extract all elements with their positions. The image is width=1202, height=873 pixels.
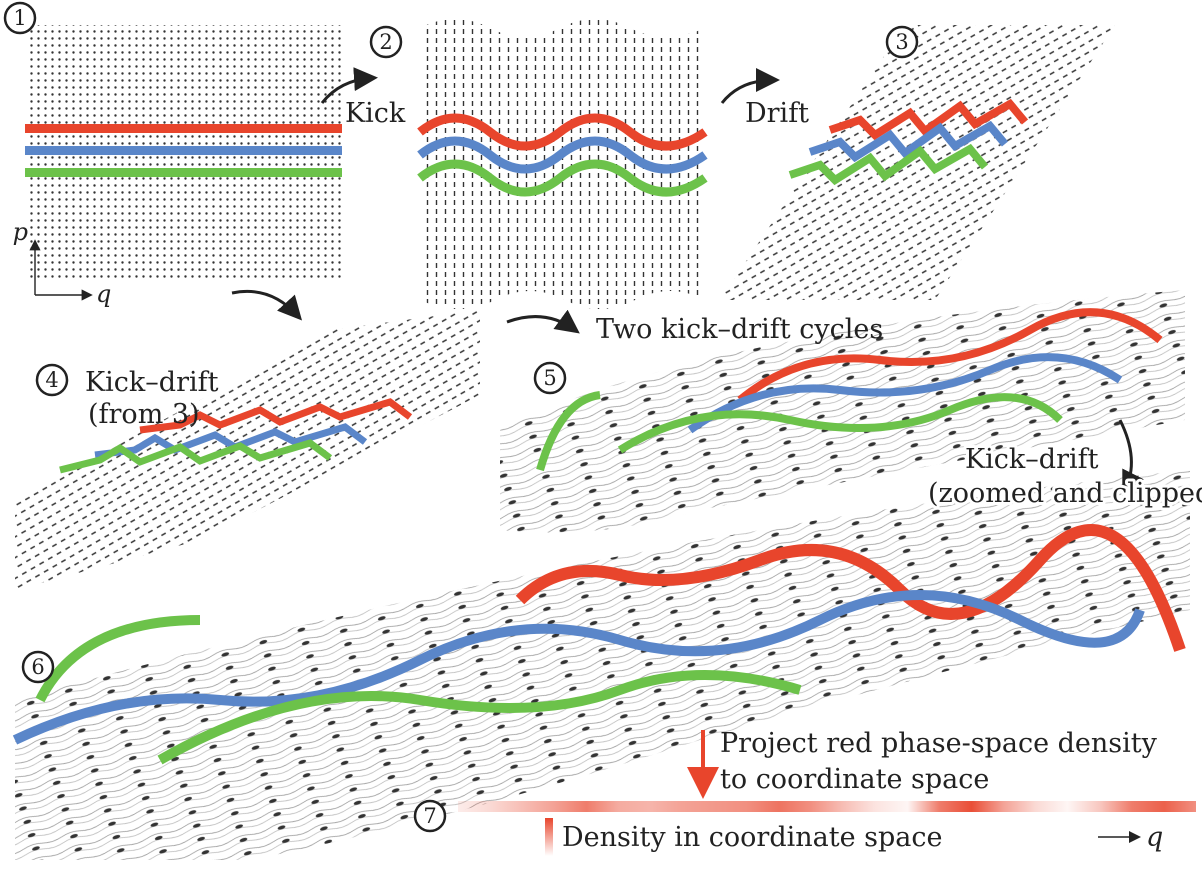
step-7: 7 — [413, 799, 447, 833]
q-axis-label: q — [96, 280, 111, 308]
step-2: 2 — [369, 25, 403, 59]
svg-text:4: 4 — [45, 368, 58, 392]
density-bar — [458, 801, 1196, 812]
zoom-arrow — [1118, 419, 1144, 496]
kick-drift-zoom-line1: Kick–drift — [965, 444, 1099, 475]
p-axis-label: p — [13, 218, 28, 246]
step-4: 4 — [35, 363, 69, 397]
svg-text:7: 7 — [423, 804, 436, 828]
two-cycles-arrow — [506, 309, 580, 334]
kick-drift-from3-line2: (from 3) — [88, 399, 200, 430]
svg-text:3: 3 — [895, 30, 908, 54]
panel-5-two-cycles — [500, 290, 1185, 533]
density-q-label: q — [1146, 822, 1163, 853]
kick-drift-from3-line1: Kick–drift — [85, 367, 219, 398]
two-cycles-label: Two kick–drift cycles — [596, 314, 883, 345]
svg-text:2: 2 — [379, 30, 392, 54]
step-6: 6 — [21, 650, 55, 684]
density-legend-swatch — [545, 818, 553, 856]
drift-arrow — [720, 68, 780, 104]
svg-text:6: 6 — [31, 655, 44, 679]
kick-drift-zoom-line2: (zoomed and clipped) — [928, 478, 1202, 509]
axes: p q — [13, 218, 112, 308]
step-3: 3 — [885, 25, 919, 59]
kick-arrow — [320, 67, 378, 104]
panel-6-zoomed — [12, 470, 1190, 860]
kick-drift-arrow-4 — [231, 289, 303, 321]
panel-4-kick-drift — [15, 310, 480, 590]
green-band — [25, 168, 342, 177]
panel-2-kicked — [417, 19, 708, 309]
drift-label: Drift — [745, 98, 809, 129]
blue-band — [25, 146, 342, 155]
red-band — [25, 124, 342, 133]
step-markers: 1 2 3 4 5 6 7 — [3, 1, 919, 833]
project-label-line1: Project red phase-space density — [720, 728, 1158, 759]
svg-text:5: 5 — [543, 366, 556, 390]
panel-1-initial-grid: p q — [13, 25, 342, 308]
density-legend-label: Density in coordinate space — [562, 822, 943, 853]
panel-3-drifted — [720, 25, 1115, 300]
step-5: 5 — [533, 361, 567, 395]
step-1: 1 — [3, 1, 37, 35]
kick-label: Kick — [345, 98, 406, 129]
svg-text:1: 1 — [13, 6, 26, 30]
project-label-line2: to coordinate space — [720, 764, 989, 795]
